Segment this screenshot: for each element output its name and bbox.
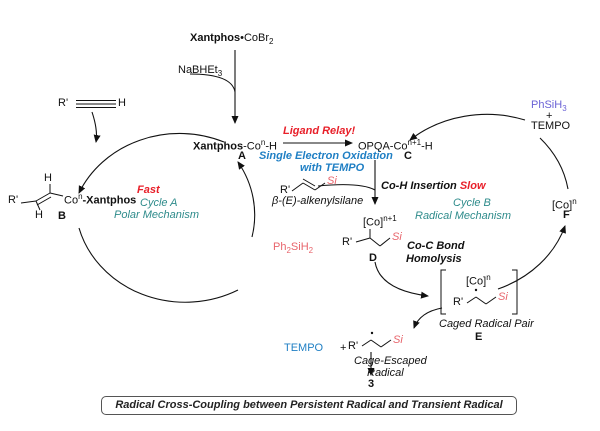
e-si: Si: [498, 291, 508, 303]
cycle-a-mechanism: Polar Mechanism: [114, 209, 199, 221]
label-f: F: [563, 209, 570, 221]
label-d: D: [369, 252, 377, 264]
product-3: 3: [368, 378, 375, 390]
escaped-caption2: Radical: [367, 367, 404, 379]
tempo-top-right: TEMPO: [531, 120, 571, 132]
coh-insertion: Co-H Insertion Slow: [381, 180, 486, 192]
phsih3: PhSiH3: [531, 99, 567, 114]
cycle-a-arc-lower: [78, 227, 239, 303]
alkyne-arrow: [91, 111, 101, 143]
b-h1: H: [44, 172, 52, 184]
seo-line2: with TEMPO: [300, 162, 365, 174]
homolysis-line1: Co-C Bond: [407, 240, 465, 252]
cycle-b-arc-right: [539, 137, 569, 190]
homolysis-line2: Homolysis: [406, 253, 462, 265]
catalyst-c: OPQA-Con+1-H: [358, 138, 433, 153]
e-co: [Co]n: [466, 273, 491, 288]
cycle-b-arc-top: [409, 113, 526, 141]
esc-r: R': [348, 340, 359, 352]
reductant: NaBHEt3: [178, 64, 223, 79]
fast-label: Fast: [137, 184, 160, 196]
label-b: B: [58, 210, 66, 222]
intermediate-d-co: [Co]n+1: [363, 214, 397, 229]
alkenylsilane-r: R': [280, 184, 291, 196]
cycle-b-name: Cycle B: [453, 197, 491, 209]
cycle-a-name: Cycle A: [140, 197, 178, 209]
cycle-b-arc-bottom: [497, 225, 566, 290]
intermediate-b: Con-Xantphos: [64, 192, 137, 207]
d-si: Si: [392, 231, 402, 243]
label-c: C: [404, 150, 412, 162]
ligand-relay-label: Ligand Relay!: [283, 125, 356, 137]
escaped-caption1: Cage-Escaped: [354, 355, 427, 367]
alkenylsilane-si: Si: [327, 175, 337, 187]
alkyne-r: R': [58, 97, 69, 109]
alkyne-h: H: [118, 97, 126, 109]
label-a: A: [238, 150, 246, 162]
alkenylsilane-caption: β-(E)-alkenylsilane: [272, 195, 364, 207]
plus-bottom: +: [340, 342, 347, 354]
f-co: [Co]n: [552, 197, 577, 212]
e-r: R': [453, 296, 464, 308]
b-h2: H: [35, 209, 43, 221]
tempo-bottom: TEMPO: [284, 342, 324, 354]
d-r: R': [342, 236, 353, 248]
cycle-a-arc-right: [237, 161, 256, 238]
footer-caption: Radical Cross-Coupling between Persisten…: [101, 396, 517, 415]
catalyst-a: Xantphos-Con-H: [193, 138, 277, 153]
label-e: E: [475, 331, 483, 343]
b-r: R': [8, 194, 19, 206]
esc-si: Si: [393, 334, 403, 346]
precatalyst: Xantphos•CoBr2: [190, 32, 274, 47]
caged-caption: Caged Radical Pair: [439, 318, 534, 330]
cycle-b-mechanism: Radical Mechanism: [415, 210, 511, 222]
plus-top-right: +: [546, 110, 553, 122]
cycle-a-arc-upper: [78, 132, 225, 194]
ph2sih2: Ph2SiH2: [273, 241, 314, 256]
seo-line1: Single Electron Oxidation: [259, 150, 393, 162]
